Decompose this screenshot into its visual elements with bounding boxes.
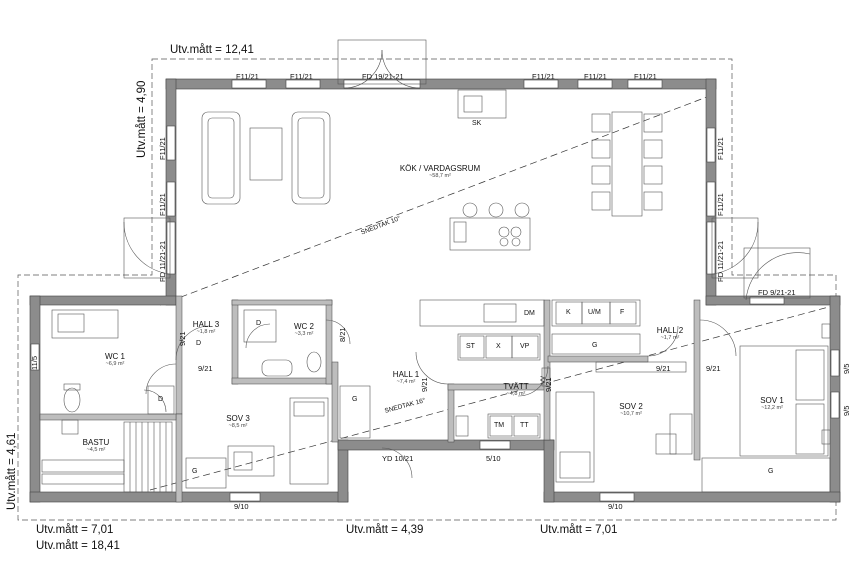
room-bastu: BASTU ~4,5 m²: [74, 438, 118, 453]
room-hall3: HALL 3 ~1,8 m²: [184, 320, 228, 335]
fixture-d-wc2: D: [256, 320, 262, 327]
fixture-d-hall3: D: [196, 340, 202, 347]
room-area: ~6,9 m²: [105, 361, 125, 367]
room-area: ~58,7 m²: [429, 173, 451, 179]
room-name: BASTU: [82, 438, 110, 447]
window-label: F11/21: [716, 193, 725, 216]
dim-bottom-left-b: Utv.mått = 18,41: [36, 540, 120, 552]
window-label: F11/21: [158, 193, 167, 216]
room-hall2: HALL 2 ~1,7 m²: [648, 326, 692, 341]
slope-lines: [149, 94, 837, 491]
window-label: 9/10: [608, 502, 623, 511]
room-area: ~8,5 m²: [228, 423, 248, 429]
fixture-st: ST: [466, 343, 475, 350]
fixture-vp: VP: [520, 343, 530, 350]
room-tvatt: TVÄTT ~4,8 m²: [494, 382, 538, 397]
window-label: F11/21: [158, 137, 167, 160]
dim-bottom-left-a: Utv.mått = 7,01: [36, 524, 114, 536]
fixture-g-hall1: G: [352, 396, 358, 403]
room-name: WC 2: [294, 322, 314, 331]
door-label: FD 19/21-21: [362, 72, 404, 81]
window-label: 9/5: [842, 363, 851, 374]
roof-outline: [17, 58, 837, 521]
room-wc1: WC 1 ~6,9 m²: [90, 352, 140, 367]
door-label: 9/21: [656, 364, 671, 373]
fixture-dm: DM: [524, 310, 535, 317]
dim-left-lower: Utv.mått = 4,61: [6, 432, 18, 510]
dim-top: Utv.mått = 12,41: [170, 44, 254, 56]
fixture-vv: VV: [541, 375, 547, 384]
room-area: ~1,8 m²: [196, 329, 216, 335]
window-label: F11/21: [532, 72, 555, 81]
bastu-bench: [41, 421, 173, 493]
window-label: F11/21: [634, 72, 657, 81]
fixture-g-sov1: G: [768, 468, 774, 475]
window-label: 9/5: [842, 405, 851, 416]
room-area: ~3,3 m²: [294, 331, 314, 337]
room-kok: KÖK / VARDAGSRUM ~58,7 m²: [380, 164, 500, 179]
room-name: WC 1: [105, 352, 125, 361]
window-label: F11/21: [716, 137, 725, 160]
fixture-tm: TM: [494, 422, 505, 429]
room-name: SOV 1: [760, 396, 784, 405]
window-label: F11/21: [236, 72, 259, 81]
fixture-k: K: [566, 309, 571, 316]
window-label: F11/21: [290, 72, 313, 81]
door-label: 9/21: [198, 364, 213, 373]
room-area: ~12,2 m²: [761, 405, 783, 411]
door-label: FD 11/21-21: [158, 240, 167, 282]
room-name: KÖK / VARDAGSRUM: [399, 164, 481, 173]
room-area: ~10,7 m²: [620, 411, 642, 417]
room-sov3: SOV 3 ~8,5 m²: [216, 414, 260, 429]
door-label: FD 9/21-21: [758, 288, 796, 297]
door-label: FD 11/21-21: [716, 240, 725, 282]
room-name: HALL 1: [392, 370, 420, 379]
door-swings: [123, 39, 811, 479]
fixture-x: X: [496, 343, 501, 350]
room-name: SOV 2: [619, 402, 643, 411]
room-wc2: WC 2 ~3,3 m²: [282, 322, 326, 337]
window-label: F11/21: [584, 72, 607, 81]
fixture-g-sov3: G: [192, 468, 198, 475]
room-name: HALL 2: [656, 326, 684, 335]
fixture-sk: SK: [472, 120, 482, 127]
window-label: 9/10: [234, 502, 249, 511]
fixture-g-hall2: G: [592, 342, 598, 349]
room-area: ~4,5 m²: [86, 447, 106, 453]
room-name: TVÄTT: [503, 382, 529, 391]
furniture: [41, 89, 831, 493]
fixture-um: U/M: [588, 309, 601, 316]
room-area: ~4,8 m²: [506, 391, 526, 397]
fixture-f: F: [620, 309, 625, 316]
window-label: 5/10: [486, 454, 501, 463]
room-hall1: HALL 1 ~7,4 m²: [384, 370, 428, 385]
dim-bottom-right: Utv.mått = 7,01: [540, 524, 618, 536]
dim-left-upper: Utv.mått = 4,90: [136, 80, 148, 158]
room-area: ~1,7 m²: [660, 335, 680, 341]
room-sov2: SOV 2 ~10,7 m²: [606, 402, 656, 417]
window-label: 11/5: [30, 355, 39, 370]
fixture-d-wc1: D: [158, 396, 164, 403]
door-label: 9/21: [706, 364, 721, 373]
room-name: SOV 3: [226, 414, 250, 423]
fixture-tt: TT: [520, 422, 529, 429]
room-name: HALL 3: [192, 320, 220, 329]
interior-walls: [39, 295, 701, 503]
room-area: ~7,4 m²: [396, 379, 416, 385]
door-label: YD 10/21: [382, 454, 414, 463]
room-sov1: SOV 1 ~12,2 m²: [750, 396, 794, 411]
door-label: 8/21: [338, 327, 347, 342]
dim-bottom-mid: Utv.mått = 4,39: [346, 524, 424, 536]
